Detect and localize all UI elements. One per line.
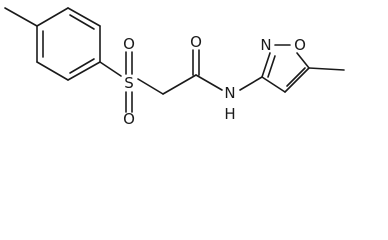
ch2-carbonyl-bond <box>162 74 197 95</box>
sulfur-ch2-bond <box>137 78 164 95</box>
molecule-diagram: S O O O N H N O <box>4 7 345 128</box>
ring-double-bond <box>286 67 306 87</box>
carbonyl-nitrogen-bond <box>195 74 223 91</box>
ring-bond <box>36 7 69 27</box>
isoxazole-ring <box>261 52 310 93</box>
amide-hydrogen-label: H <box>224 105 235 123</box>
sulfur-label: S <box>124 74 134 92</box>
methyl-bond <box>4 7 38 27</box>
ring-sulfur-bond <box>99 61 122 77</box>
ring-bond <box>67 61 101 81</box>
nitrogen-ring-bond <box>239 76 263 91</box>
ring-oxygen-label: O <box>294 36 306 54</box>
ring-bond <box>261 76 286 93</box>
amide-nitrogen-label: N <box>224 84 235 102</box>
ring-double-bond <box>69 58 95 74</box>
structure-canvas: S O O O N H N O <box>4 7 345 128</box>
sulfonyl-oxygen-bottom-label: O <box>123 110 135 128</box>
tolyl-ring <box>36 7 101 81</box>
ring-bond <box>67 7 101 27</box>
ring-nitrogen-label: N <box>260 36 271 54</box>
ring-bond <box>36 61 69 81</box>
ring-double-bond <box>267 55 276 78</box>
ring-bond <box>284 67 310 93</box>
ring-bond <box>296 52 310 69</box>
sulfonyl-oxygen-top-label: O <box>123 35 135 53</box>
carbonyl-oxygen-label: O <box>190 33 202 51</box>
ring-double-bond <box>69 14 95 30</box>
methyl-bond <box>308 67 345 71</box>
ring-bond <box>261 52 271 78</box>
